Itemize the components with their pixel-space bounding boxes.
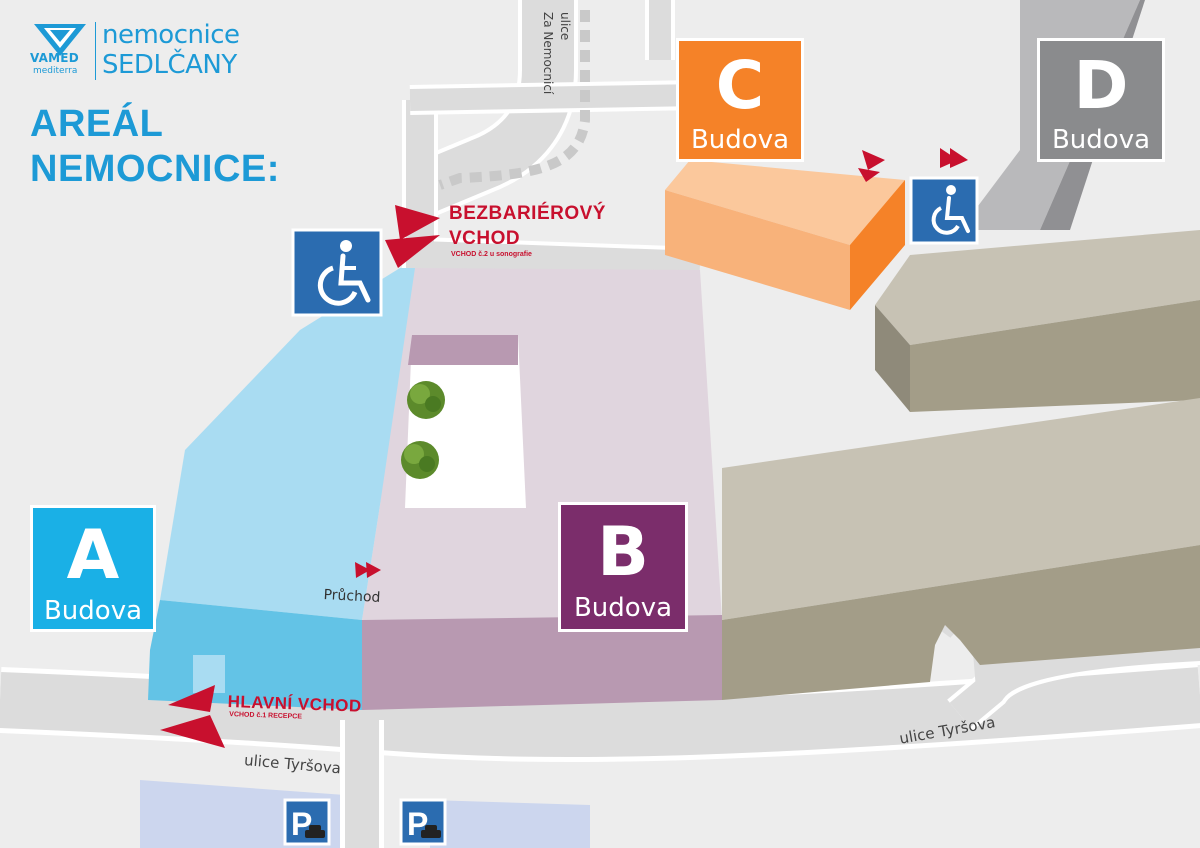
- street-label-za-nemocnici-prefix: ulice: [558, 12, 572, 41]
- building-right-upper-roof: [875, 230, 1200, 345]
- building-c-label: Budova: [690, 125, 790, 155]
- building-right-upper-front: [910, 300, 1200, 412]
- entrance-arrow-icon: [355, 562, 381, 578]
- barrier-free-entrance-line1: BEZBARIÉROVÝ: [449, 203, 606, 224]
- logo-name-line2: SEDLČANY: [102, 50, 237, 80]
- building-b-front: [362, 615, 722, 710]
- building-d-letter: D: [1073, 47, 1129, 124]
- barrier-free-entrance-sub: VCHOD č.2 u sonografie: [451, 251, 532, 258]
- building-c-sign: C Budova: [676, 38, 804, 162]
- main-entrance-label: HLAVNÍ VCHOD VCHOD č.1 RECEPCE: [227, 692, 362, 723]
- entrance-arrow-icon: [385, 205, 440, 268]
- building-b-letter: B: [597, 513, 649, 592]
- building-b-sign: B Budova: [558, 502, 688, 632]
- courtyard-wall: [408, 335, 518, 365]
- building-a-door: [193, 655, 225, 693]
- building-c-front: [665, 190, 850, 310]
- building-c-letter: C: [715, 47, 765, 124]
- parking-lot-right: [430, 800, 590, 848]
- parking-icon: P: [399, 798, 447, 846]
- building-c-roof: [665, 160, 905, 245]
- logo-divider: [95, 22, 96, 80]
- building-a-sign: A Budova: [30, 505, 156, 632]
- entrance-arrow-icon: [940, 148, 968, 168]
- building-d-label: Budova: [1051, 125, 1151, 155]
- tree-icon: [401, 441, 439, 479]
- building-right-lower-front: [722, 545, 1200, 700]
- page-title-line2: NEMOCNICE:: [30, 148, 280, 190]
- logo-name-line1: nemocnice: [102, 20, 240, 50]
- building-c-side: [850, 180, 905, 310]
- entrance-arrow-icon: [160, 685, 225, 748]
- vamed-logo-icon: [34, 24, 86, 56]
- logo-brand: VAMED: [30, 51, 79, 65]
- parking-icon: P: [283, 798, 331, 846]
- entrance-arrow-icon: [858, 150, 885, 182]
- logo-brand-sub: mediterra: [33, 66, 78, 76]
- street-label-za-nemocnici: Za Nemocnicí: [541, 12, 555, 95]
- passage-label: Průchod: [323, 587, 381, 606]
- building-b-label: Budova: [573, 593, 673, 623]
- building-a-letter: A: [66, 516, 120, 595]
- building-a-label: Budova: [43, 596, 143, 626]
- car-icon: [421, 825, 441, 838]
- page-title-line1: AREÁL: [30, 103, 164, 145]
- barrier-free-entrance-line2: VCHOD: [449, 228, 521, 249]
- building-right-upper-side: [875, 305, 910, 412]
- building-a-roof: [160, 268, 415, 620]
- wheelchair-icon: [909, 176, 979, 245]
- building-right-lower-roof: [722, 398, 1200, 620]
- wheelchair-icon: [291, 228, 383, 317]
- tree-icon: [407, 381, 445, 419]
- car-icon: [305, 825, 325, 838]
- building-d-sign: D Budova: [1037, 38, 1165, 162]
